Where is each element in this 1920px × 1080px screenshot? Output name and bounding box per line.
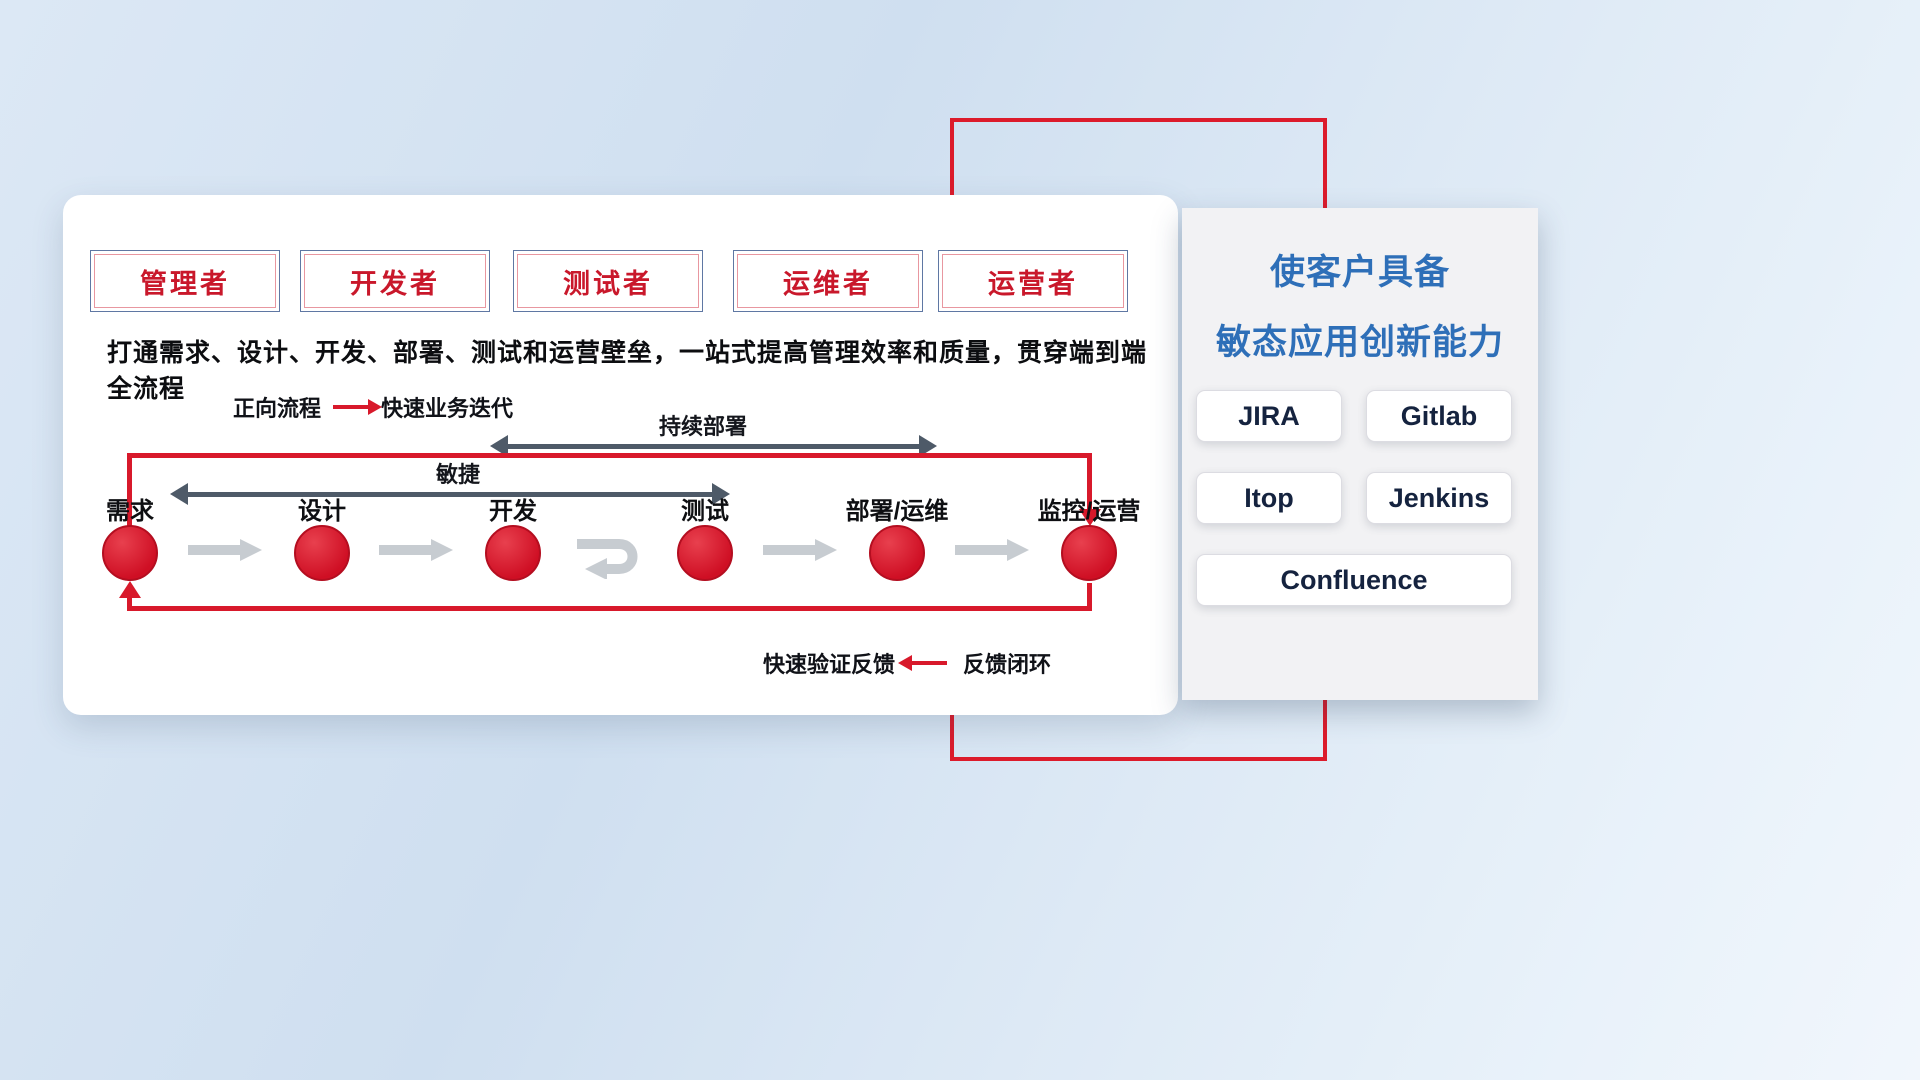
node-circle-requirement (102, 525, 158, 581)
node-label-deploy-ops: 部署/运维 (845, 498, 949, 525)
agile-label: 敏捷 (435, 462, 480, 487)
role-label: 测试者 (563, 268, 653, 299)
arrow-head-left (170, 483, 188, 505)
node-circle-monitor-op (1061, 525, 1117, 581)
feedback-legend: 快速验证反馈 反馈闭环 (763, 647, 1051, 679)
red-loop-line (1087, 453, 1092, 511)
flow-arrow-icon (955, 539, 1029, 561)
node-label-develop: 开发 (489, 498, 537, 525)
tool-button-gitlab: Gitlab (1366, 390, 1512, 442)
arrow-head-right (712, 483, 730, 505)
panel-title-line2: 敏态应用创新能力 (1215, 323, 1504, 362)
forward-flow-desc: 快速业务迭代 (381, 396, 514, 421)
tool-button-itop: Itop (1196, 472, 1342, 524)
node-circle-test (677, 525, 733, 581)
arrow-head-right (919, 435, 937, 457)
role-box-developer: 开发者 (300, 250, 490, 312)
role-label: 开发者 (350, 268, 440, 299)
arrow-bar (505, 444, 922, 449)
role-label: 运营者 (988, 268, 1078, 299)
forward-flow-label: 正向流程 (233, 396, 322, 421)
arrow-head-left (490, 435, 508, 457)
red-loop-up-arrow-icon (119, 581, 141, 598)
node-circle-develop (485, 525, 541, 581)
fast-feedback-label: 快速验证反馈 (763, 652, 896, 677)
loop-back-arrow-icon (577, 539, 638, 579)
role-label: 管理者 (140, 268, 230, 299)
role-box-operator: 运营者 (938, 250, 1128, 312)
forward-arrow-icon (333, 399, 383, 415)
node-label-test: 测试 (681, 498, 729, 525)
node-circle-deploy-ops (869, 525, 925, 581)
tool-button-jira: JIRA (1196, 390, 1342, 442)
agile-arrow-icon (170, 483, 730, 505)
arrow-bar (185, 492, 715, 497)
feedback-loop-label: 反馈闭环 (963, 652, 1052, 677)
capability-panel: 使客户具备 敏态应用创新能力 JIRA Gitlab Itop Jenkins … (1182, 208, 1538, 700)
red-loop-line (127, 606, 1092, 611)
tool-button-confluence: Confluence (1196, 554, 1512, 606)
node-label-design: 设计 (298, 498, 346, 525)
role-label: 运维者 (783, 268, 873, 299)
role-box-tester: 测试者 (513, 250, 703, 312)
forward-flow-legend: 正向流程 快速业务迭代 (233, 391, 513, 423)
card-subtitle: 打通需求、设计、开发、部署、测试和运营壁垒，一站式提高管理效率和质量，贯穿端到端… (107, 339, 1148, 403)
role-box-ops: 运维者 (733, 250, 923, 312)
node-circle-design (294, 525, 350, 581)
flow-arrow-icon (188, 539, 262, 561)
red-loop-down-arrow-icon (1079, 509, 1101, 526)
red-loop-line (127, 595, 132, 609)
tool-button-jenkins: Jenkins (1366, 472, 1512, 524)
flow-arrow-icon (763, 539, 837, 561)
panel-title-line1: 使客户具备 (1269, 253, 1450, 292)
red-loop-line (127, 453, 1092, 458)
workflow-card: 管理者 开发者 测试者 运维者 运营者 打通需求、设计、开发、部署、测试和运营壁… (63, 195, 1178, 715)
feedback-arrow-icon (898, 655, 948, 671)
red-loop-line (1087, 583, 1092, 610)
role-box-manager: 管理者 (90, 250, 280, 312)
continuous-deploy-arrow-icon (490, 435, 937, 457)
flow-arrow-icon (379, 539, 453, 561)
node-label-monitor-op: 监控/运营 (1037, 498, 1141, 525)
continuous-deploy-label: 持续部署 (658, 414, 747, 439)
node-label-requirement: 需求 (106, 498, 154, 525)
red-loop-line (127, 453, 132, 527)
